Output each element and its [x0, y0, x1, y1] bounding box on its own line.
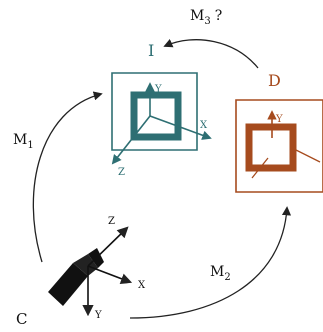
frame-i-z-axis [111, 115, 151, 165]
frame-i-z-label: Z [118, 167, 125, 178]
transform-m3: M3? [163, 8, 259, 69]
frame-i-square [130, 91, 182, 141]
m1-arc [32, 91, 103, 263]
frame-i-plane [111, 72, 198, 151]
frame-d-square [245, 123, 297, 172]
m3-arc [163, 38, 259, 69]
transform-m1: M1 [13, 91, 103, 263]
camera-y-label: Y [94, 310, 102, 321]
frame-i-y-label: Y [154, 84, 162, 95]
m2-arc [129, 206, 292, 319]
frame-i-label: I [148, 41, 154, 60]
frame-d: D Y [235, 71, 323, 193]
frame-d-x-axis [295, 149, 321, 163]
frame-i-x-label: X [200, 120, 208, 131]
camera-label: C [16, 310, 27, 327]
m1-label: M1 [13, 132, 34, 151]
camera-z-axis [87, 226, 129, 267]
transform-m2: M2 [129, 206, 292, 319]
m3-label: M3? [190, 8, 222, 27]
camera-icon [48, 248, 104, 306]
camera-frame: Z X Y C [16, 216, 146, 328]
frame-i-x-axis [149, 115, 212, 140]
frame-d-z-axis [251, 157, 269, 179]
frame-d-y-label: Y [275, 114, 283, 125]
camera-z-label: Z [108, 216, 115, 227]
frame-i: I Y X Z [111, 41, 212, 178]
camera-x-label: X [138, 280, 146, 291]
frame-d-label: D [268, 71, 281, 90]
camera-x-axis [87, 265, 133, 285]
m2-label: M2 [210, 264, 231, 283]
frame-d-plane [235, 99, 323, 193]
